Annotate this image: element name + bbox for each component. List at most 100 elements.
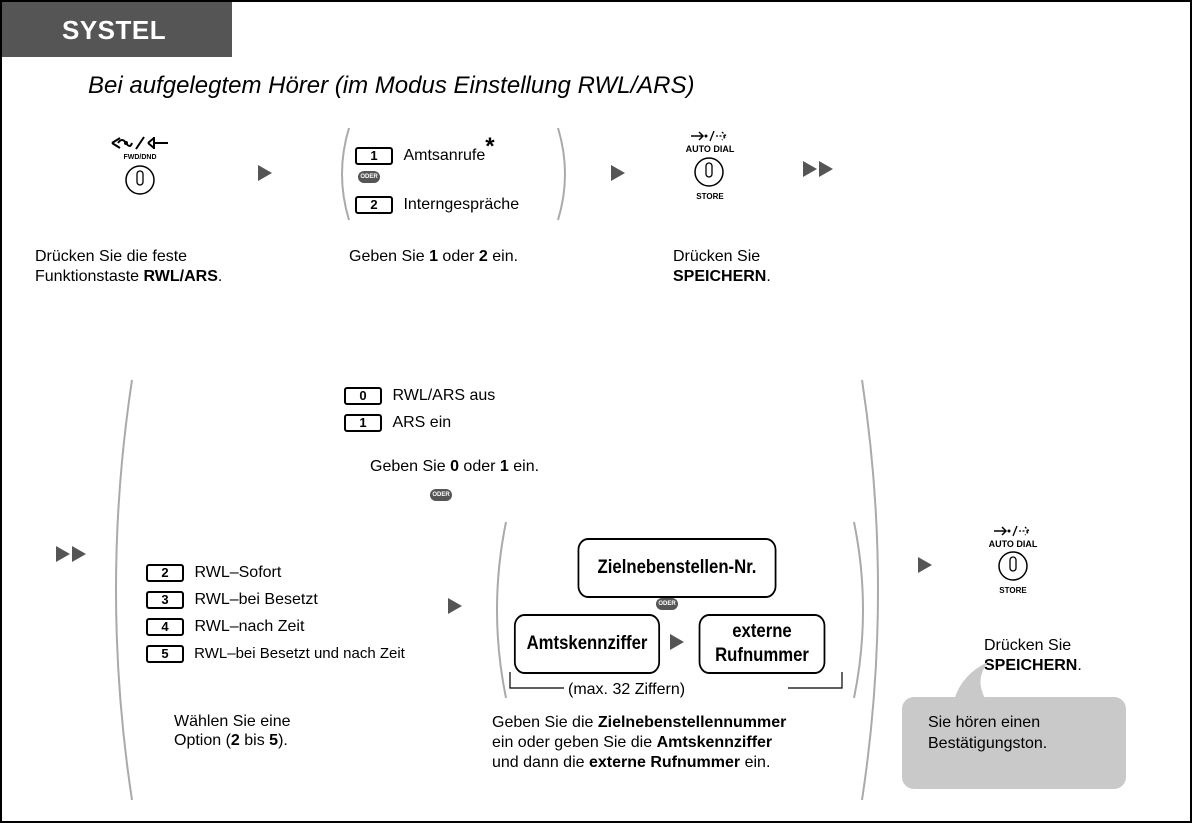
big-bracket-left [115,379,133,801]
step1-desc-suffix: . [217,268,223,285]
option-label: ARS ein [392,414,452,431]
option-label: RWL–nach Zeit [194,618,305,635]
desc-text: ein. [740,754,771,771]
option-label: RWL–Sofort [194,564,282,581]
destination-extension-box[interactable]: Zielnebenstellen-Nr. [577,538,777,598]
asterisk: * [485,133,495,160]
auto-dial-label: AUTO DIAL [988,539,1038,549]
bracket-left [496,521,507,699]
desc-text: . [766,268,771,285]
desc-bold: SPEICHERN [984,657,1078,674]
key-1[interactable]: 1 [355,146,393,165]
desc-bold: 0 [450,458,459,475]
step2-desc: Geben Sie 1 oder 2 ein. [349,247,518,267]
option-label: RWL/ARS aus [392,387,496,404]
step3-desc-line2: SPEICHERN. [673,267,771,287]
desc-bold: externe Rufnummer [588,754,741,771]
desc-text: ein. [487,248,519,265]
fwd-dnd-label: FWD/DND [123,154,157,161]
fwd-dnd-button[interactable] [124,164,156,196]
key-4[interactable]: 4 [146,617,184,636]
rwl-option-3: 3 RWL–bei Besetzt [146,590,318,610]
option-label: Amtsanrufe [403,147,486,164]
bracket-right [557,127,566,221]
rwl-desc-line2: Option (2 bis 5). [174,731,288,751]
key-5[interactable]: 5 [146,645,184,664]
store-button[interactable] [693,156,725,188]
bracket-left [341,127,350,221]
arrow-icon [918,557,932,573]
bubble-line2: Bestätigungston. [928,735,1048,752]
max-digits-bracket [509,672,843,689]
external-number-line1: externe [732,621,792,642]
dest-desc-line3: und dann die externe Rufnummer ein. [492,753,770,773]
oder-badge: ODER [656,598,678,610]
store-label: STORE [999,586,1027,595]
key-2[interactable]: 2 [355,195,393,214]
desc-text: ein oder geben Sie die [492,734,657,751]
bubble-line1: Sie hören einen [928,714,1041,731]
desc-text: oder [458,458,500,475]
auto-dial-label: AUTO DIAL [685,144,735,154]
key-1[interactable]: 1 [344,413,382,432]
rwl-desc-line1: Wählen Sie eine [174,713,291,730]
option-label: RWL–bei Besetzt [194,591,318,608]
desc-text: ). [278,732,288,749]
desc-text: oder [437,248,479,265]
step5-desc-line1: Drücken Sie [984,637,1072,654]
tab-title: SYSTEL [62,15,167,45]
desc-text: ein. [508,458,540,475]
desc-bold: SPEICHERN [673,268,767,285]
desc-text: Geben Sie die [492,714,598,731]
confirmation-bubble: Sie hören einen Bestätigungston. [902,697,1126,789]
dest-desc-line1: Geben Sie die Zielnebenstellennummer [492,713,786,733]
desc-text: und dann die [492,754,589,771]
key-3[interactable]: 3 [146,590,184,609]
oder-badge: ODER [358,171,380,183]
step3-desc-line1: Drücken Sie [673,248,761,265]
subtitle: Bei aufgelegtem Hörer (im Modus Einstell… [88,72,695,99]
max-digits-label: (max. 32 Ziffern) [568,681,686,698]
arrow-icon [258,165,272,181]
auto-dial-icon [689,129,731,147]
big-bracket-right [861,379,879,801]
step1-desc-bold: RWL/ARS [143,268,218,285]
arrow-icon [819,161,833,177]
store-button[interactable] [997,550,1029,582]
desc-bold: 5 [269,732,279,749]
desc-bold: 2 [478,248,488,265]
arrow-icon [72,546,86,562]
desc-text: . [1077,657,1082,674]
step2-option-2: 2 Interngespräche [355,195,519,215]
rwl-option-4: 4 RWL–nach Zeit [146,617,304,637]
trunk-access-code-box[interactable]: Amtskennziffer [513,614,661,674]
ars-desc: Geben Sie 0 oder 1 ein. [370,457,539,477]
arrow-icon [56,546,70,562]
step2-option-1: 1 Amtsanrufe* [355,135,495,166]
bubble-text: Sie hören einen Bestätigungston. [928,712,1047,754]
key-0[interactable]: 0 [344,386,382,405]
bracket-right [853,521,864,699]
header-tab: SYSTEL [2,2,232,57]
oder-badge: ODER [430,489,452,501]
desc-bold: Amtskennziffer [656,734,773,751]
desc-text: bis [239,732,270,749]
step1-desc-prefix: Funktionstaste [35,268,144,285]
step5-desc-line2: SPEICHERN. [984,656,1082,676]
step1-desc-line1: Drücken Sie die feste [35,248,188,265]
desc-bold: 1 [499,458,509,475]
external-number-line2: Rufnummer [715,645,809,666]
ars-option-1: 1 ARS ein [344,413,451,433]
arrow-icon [611,165,625,181]
fwd-dnd-icon [110,136,174,155]
desc-bold: 2 [230,732,240,749]
desc-text: Geben Sie [370,458,451,475]
auto-dial-icon [992,524,1034,542]
dest-desc-line2: ein oder geben Sie die Amtskennziffer [492,733,772,753]
arrow-icon [670,634,684,650]
rwl-option-2: 2 RWL–Sofort [146,563,281,583]
bubble-tail [954,662,988,700]
key-2[interactable]: 2 [146,563,184,582]
external-number-box[interactable]: externe Rufnummer [698,614,826,674]
